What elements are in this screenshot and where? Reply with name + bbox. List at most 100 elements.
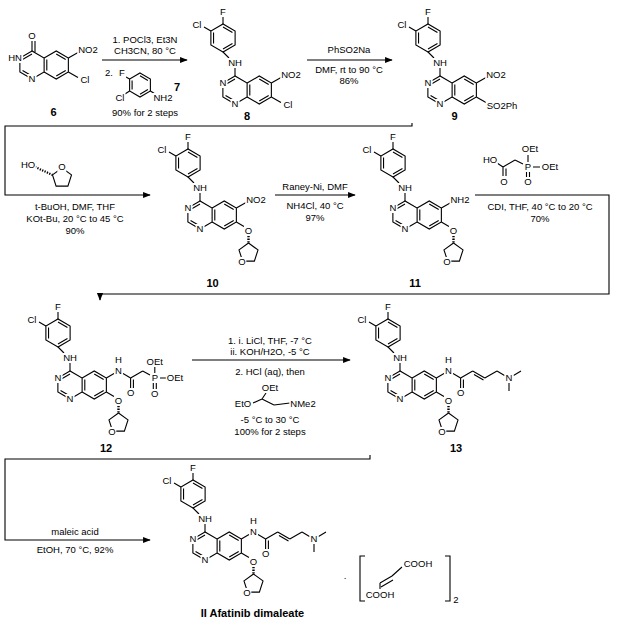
scheme-text: F <box>219 7 227 17</box>
scheme-text: CDI, THF, 40 °C to 20 °C <box>486 202 593 212</box>
scheme-text: N <box>114 366 123 376</box>
maleic-acid-structure <box>360 556 450 601</box>
compound-number: 9 <box>450 110 458 123</box>
reaction-arrow <box>275 194 355 195</box>
scheme-text: 2. <box>104 68 114 78</box>
reaction-arrow <box>5 455 370 540</box>
scheme-text: DMF, rt to 90 °C <box>314 65 384 75</box>
scheme-text: N <box>218 78 227 88</box>
scheme-text: 86% <box>338 76 359 86</box>
scheme-text: F <box>118 68 126 78</box>
acetal-reagent-structure <box>253 393 290 405</box>
scheme-text: NO2 <box>77 45 99 55</box>
scheme-text: HN <box>7 53 23 63</box>
scheme-text: NO2 <box>485 70 507 80</box>
scheme-text: 1. i. LiCl, THF, -7 °C <box>227 336 313 346</box>
scheme-text: NH2 <box>152 93 173 103</box>
scheme-text: NH <box>392 353 408 363</box>
scheme-text: N <box>188 534 197 544</box>
scheme-text: F <box>389 132 397 142</box>
scheme-text: F <box>184 132 192 142</box>
scheme-text: 97% <box>304 213 325 223</box>
scheme-text: COOH <box>365 590 396 600</box>
scheme-text: NMe2 <box>289 399 316 409</box>
scheme-text: N <box>28 74 37 84</box>
scheme-text: N <box>396 394 405 404</box>
scheme-text: Cl <box>192 20 203 30</box>
scheme-text: NH2 <box>449 195 470 205</box>
compound: 11 <box>355 130 475 290</box>
scheme-text: N <box>249 527 258 537</box>
scheme-text: NH <box>432 58 448 68</box>
scheme-text: O <box>456 388 465 398</box>
scheme-text: N <box>383 373 392 383</box>
scheme-text: HO <box>482 155 498 165</box>
compound: 6 <box>5 22 102 119</box>
scheme-text: P <box>151 373 159 383</box>
scheme-text: N <box>423 78 432 88</box>
scheme-text: HO <box>20 160 36 170</box>
scheme-text: NO2 <box>245 195 267 205</box>
scheme-text: ii. KOH/H2O, -5 °C <box>229 347 310 357</box>
compound: II Afatinib dimaleate <box>150 462 355 620</box>
scheme-text: O <box>449 226 458 236</box>
scheme-text: -5 °C to 30 °C <box>240 415 301 425</box>
scheme-text: N <box>436 99 445 109</box>
scheme-text: 2. HCl (aq), then <box>234 367 306 377</box>
scheme-text: N <box>231 99 240 109</box>
reaction-arrow <box>100 195 609 300</box>
scheme-text: N <box>444 366 453 376</box>
compound-9-structure <box>409 17 486 104</box>
scheme-text: F <box>189 463 197 473</box>
scheme-text: 90% <box>64 226 85 236</box>
reaction-arrow <box>307 59 392 60</box>
reaction-arrow <box>192 359 350 360</box>
scheme-text: N <box>505 373 514 383</box>
compound-8-structure <box>204 17 281 104</box>
scheme-text: Cl <box>357 315 368 325</box>
scheme-text: O <box>242 588 251 598</box>
scheme-text: 90% for 2 steps <box>111 108 179 118</box>
scheme-text: NH <box>197 514 213 524</box>
scheme-text: N <box>401 224 410 234</box>
scheme-text: OEt <box>541 162 559 172</box>
scheme-text: O <box>126 388 135 398</box>
scheme-text: COOH <box>403 559 434 569</box>
scheme-text: 2 <box>452 595 459 605</box>
scheme-text: CH3CN, 80 °C <box>113 46 177 56</box>
scheme-text: Cl <box>283 100 294 110</box>
scheme-text: NO2 <box>280 70 302 80</box>
scheme-text: N <box>310 534 319 544</box>
scheme-text: N <box>66 394 75 404</box>
scheme-text: F <box>384 302 392 312</box>
scheme-text: O <box>499 177 508 187</box>
aniline-reagent-structure <box>125 73 156 97</box>
compound-number: 8 <box>243 110 251 123</box>
scheme-text: O <box>150 389 159 399</box>
scheme-text: H <box>249 516 258 526</box>
afatinib-structure <box>174 473 326 592</box>
scheme-text: H <box>444 355 453 365</box>
scheme-text: Cl <box>362 145 373 155</box>
scheme-text: N <box>388 203 397 213</box>
reaction-arrow <box>5 123 412 195</box>
scheme-text: H <box>114 355 123 365</box>
scheme-text: O <box>261 549 270 559</box>
scheme-text: N <box>53 373 62 383</box>
compound-number: 12 <box>99 442 113 455</box>
scheme-text: N <box>196 224 205 234</box>
scheme-text: O <box>114 396 123 406</box>
scheme-text: N <box>201 555 210 565</box>
scheme-text: PhSO2Na <box>327 45 372 55</box>
compound: 10 <box>150 130 275 290</box>
scheme-text: · <box>342 573 347 583</box>
scheme-text: P <box>524 162 532 172</box>
compound: 13 <box>350 300 562 455</box>
compound-12-structure <box>39 312 166 431</box>
scheme-text: KOt-Bu, 20 °C to 45 °C <box>25 214 124 224</box>
scheme-text: O <box>57 162 66 172</box>
scheme-text: NH <box>192 183 208 193</box>
scheme-text: 1. POCl3, Et3N <box>112 35 179 45</box>
scheme-text: F <box>54 302 62 312</box>
scheme-text: F <box>424 7 432 17</box>
